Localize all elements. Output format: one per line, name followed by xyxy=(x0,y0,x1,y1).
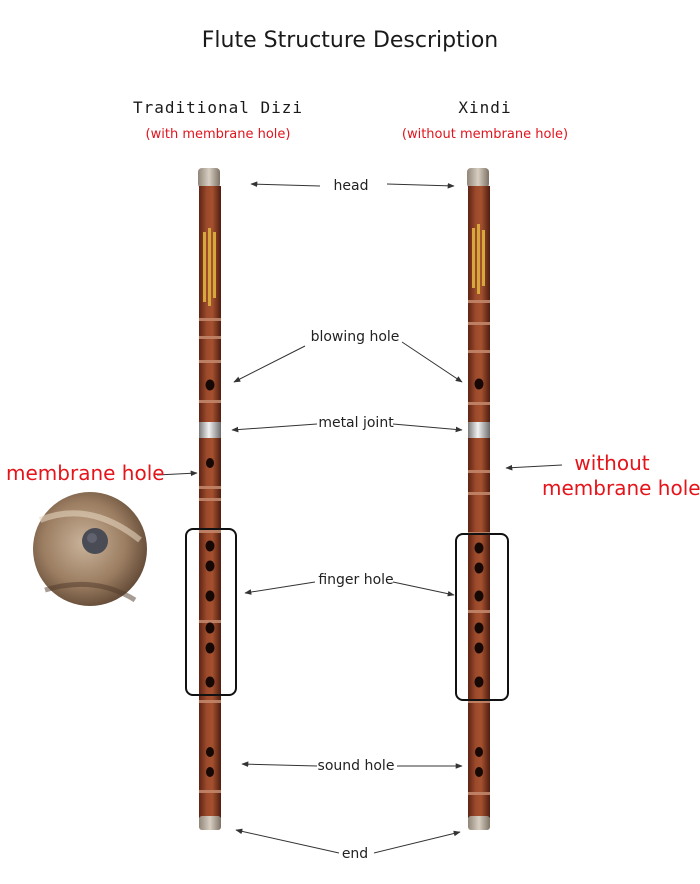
right-metal-joint xyxy=(468,422,490,438)
right-head-cap xyxy=(467,168,489,188)
right-flute-title: Xindi xyxy=(458,98,512,117)
label-without-membrane-2: membrane hole xyxy=(542,476,700,500)
left-blowing-hole xyxy=(205,379,215,391)
left-membrane-hole xyxy=(206,458,214,468)
right-end-cap xyxy=(468,816,490,830)
label-finger-hole: finger hole xyxy=(318,572,394,588)
left-flute xyxy=(185,168,237,830)
label-sound-hole: sound hole xyxy=(317,758,395,774)
right-blowing-hole xyxy=(474,378,484,390)
label-end: end xyxy=(341,846,369,862)
left-head-cap xyxy=(198,168,220,188)
left-metal-joint xyxy=(199,422,221,438)
left-flute-note: (with membrane hole) xyxy=(145,127,291,142)
right-finger-hole-frame xyxy=(455,533,509,701)
label-metal-joint: metal joint xyxy=(318,415,394,431)
annotation-arrows xyxy=(156,181,563,854)
right-flute xyxy=(455,168,509,830)
label-blowing-hole: blowing hole xyxy=(310,329,400,345)
left-end-cap xyxy=(199,816,221,830)
label-membrane-hole: membrane hole xyxy=(6,461,165,485)
left-finger-hole-frame xyxy=(185,528,237,696)
right-flute-note: (without membrane hole) xyxy=(401,127,569,142)
left-flute-title: Traditional Dizi xyxy=(132,98,304,117)
membrane-hole-closeup xyxy=(33,492,147,606)
label-head: head xyxy=(333,178,369,194)
label-without-membrane-1: without xyxy=(574,451,650,475)
page-title: Flute Structure Description xyxy=(201,28,499,53)
